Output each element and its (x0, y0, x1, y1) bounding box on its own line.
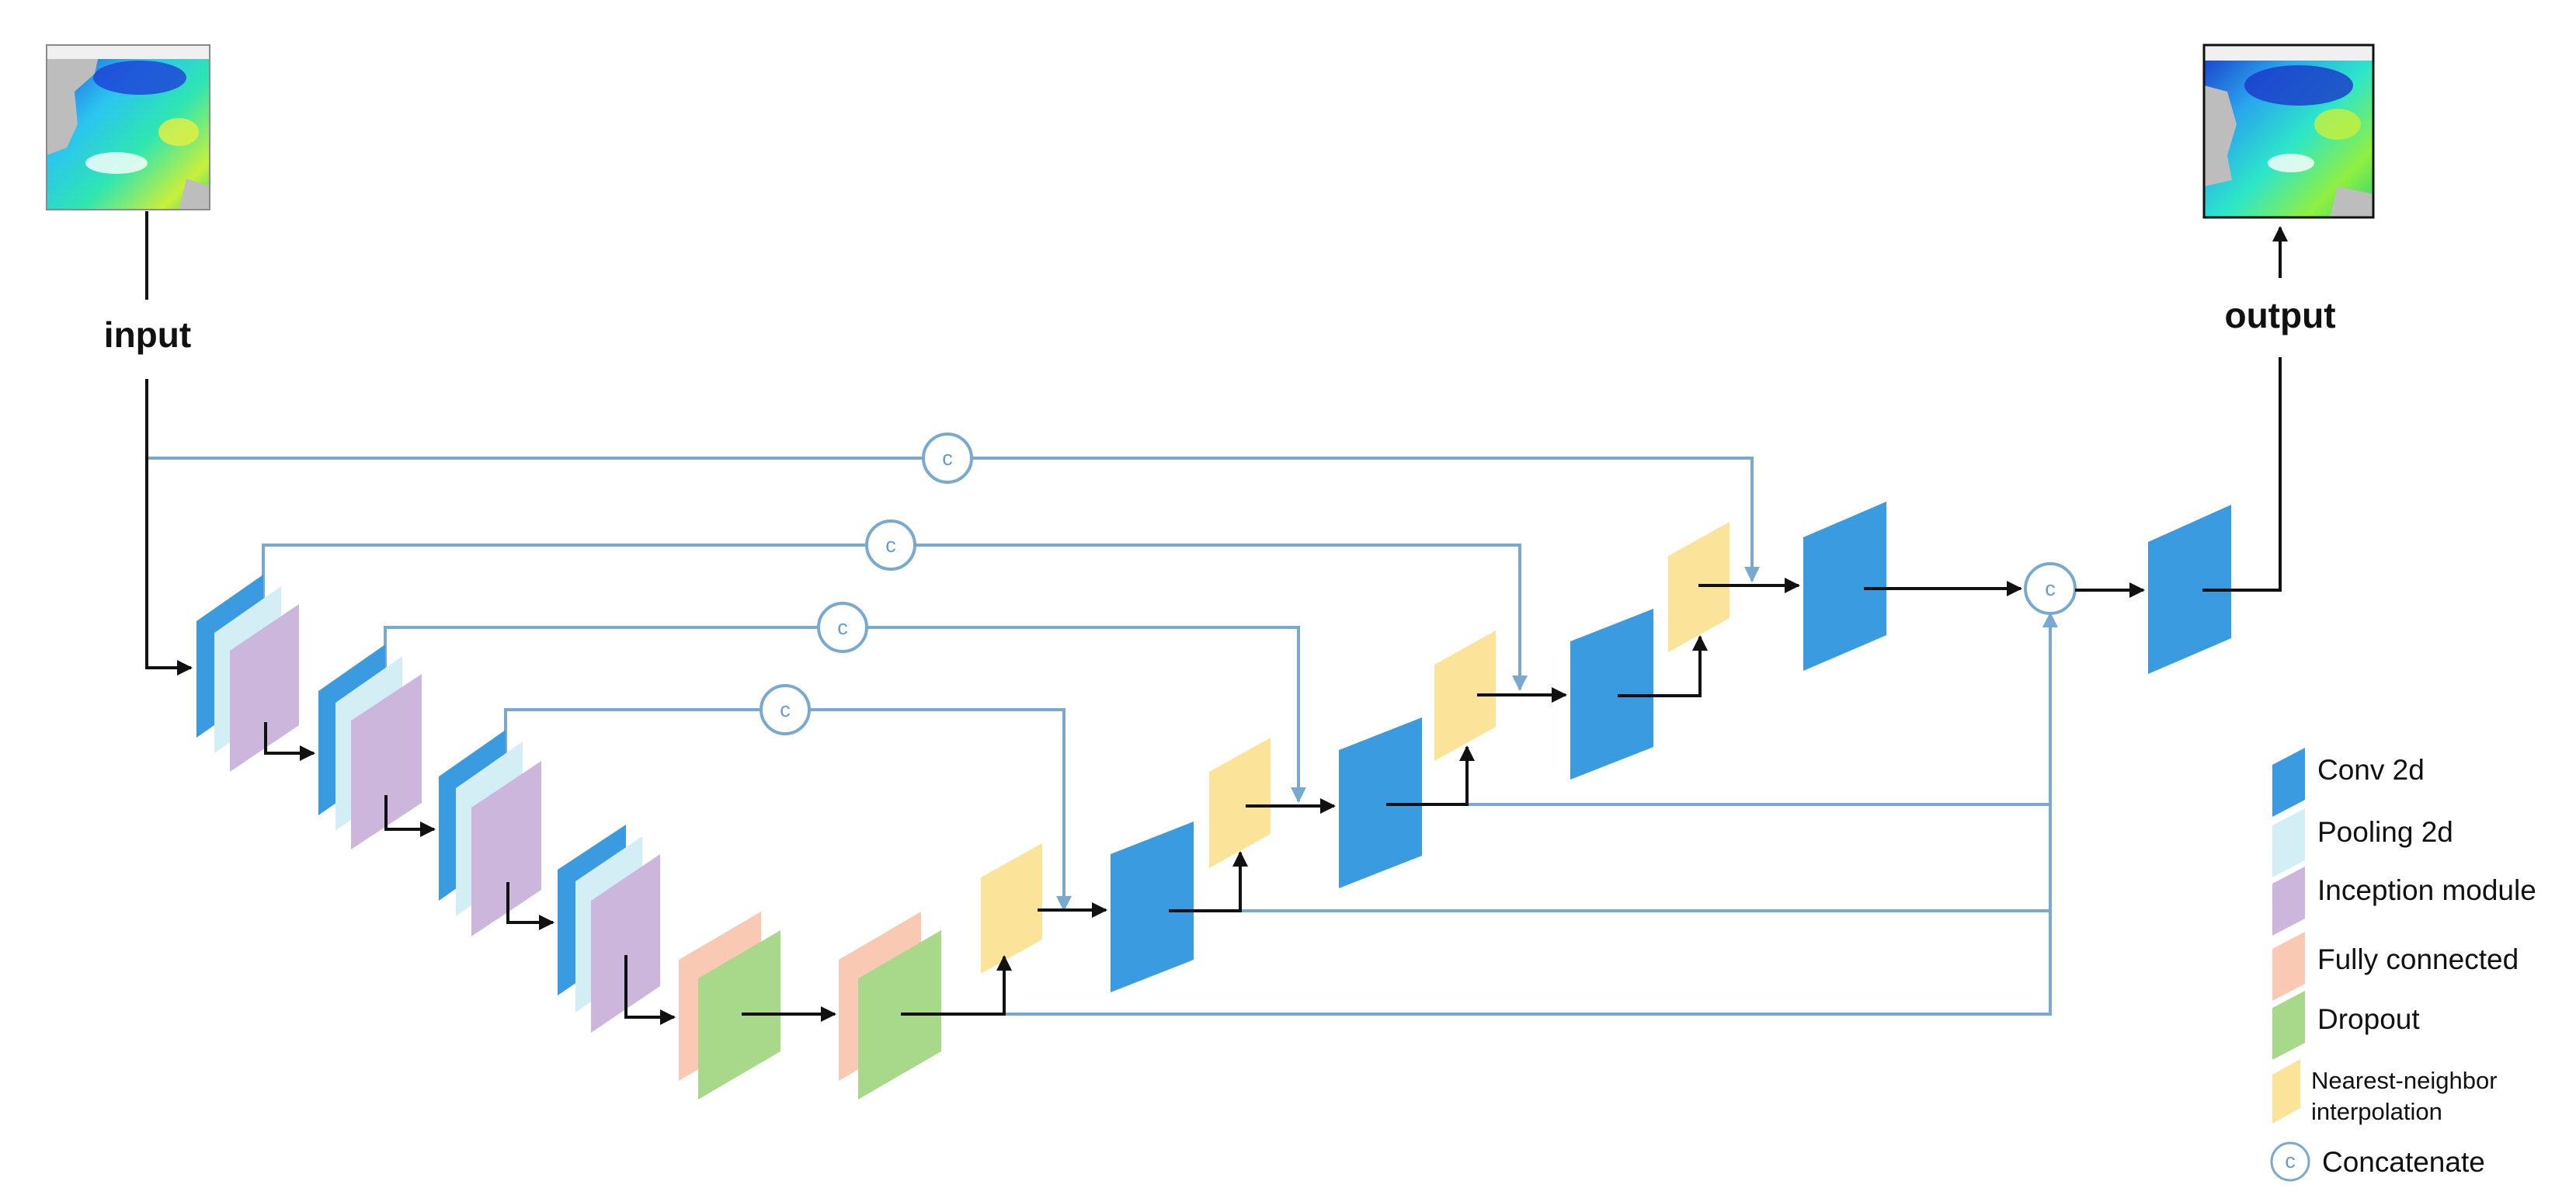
skip-connection-1: c (147, 432, 1760, 582)
legend-swatch-inception (2272, 867, 2305, 936)
concat-node-3-label: c (837, 616, 848, 639)
legend-item-dropout: Dropout (2272, 991, 2420, 1060)
dropout-1 (698, 930, 780, 1099)
legend-label-pool: Pooling 2d (2317, 816, 2453, 848)
legend-swatch-conv (2272, 748, 2305, 817)
legend-item-pool: Pooling 2d (2272, 808, 2453, 877)
dropout-2 (858, 930, 941, 1099)
legend-swatch-interp (2272, 1059, 2300, 1124)
concat-node-4 (760, 684, 811, 735)
decoder-stage-3 (1434, 609, 1653, 780)
legend-item-inception: Inception module (2272, 867, 2536, 936)
concat-node-2 (865, 519, 916, 571)
decoder-3-conv (1570, 609, 1653, 780)
legend-label-interp-line1: Nearest-neighbor (2311, 1067, 2498, 1094)
legend-label-concat: Concatenate (2322, 1146, 2485, 1178)
legend-item-concat: c Concatenate (2270, 1141, 2485, 1182)
legend-item-conv: Conv 2d (2272, 748, 2425, 817)
main-flow-arrows (145, 357, 2282, 1025)
legend: Conv 2d Pooling 2d Inception module Full… (2270, 748, 2536, 1182)
encoder-4-inception (591, 854, 660, 1033)
encoder-2-inception (351, 674, 422, 849)
legend-swatch-fc (2272, 932, 2305, 1001)
concat-node-3 (817, 602, 868, 653)
legend-swatch-concat (2270, 1141, 2310, 1182)
decoder-4-conv (1803, 502, 1886, 671)
interp-1 (981, 843, 1042, 974)
encoder-1-inception (230, 604, 299, 772)
output-map-thumbnail (2202, 43, 2375, 219)
legend-swatch-dropout (2272, 991, 2305, 1060)
final-concat-label: c (2045, 577, 2056, 600)
legend-label-interp-line2: interpolation (2311, 1098, 2442, 1125)
concat-node-2-label: c (885, 533, 896, 557)
output-label: output (2224, 295, 2335, 335)
legend-label-conv: Conv 2d (2317, 754, 2425, 786)
concat-node-1-label: c (942, 446, 953, 470)
legend-swatch-pool (2272, 808, 2305, 877)
skip-connection-2: c (262, 519, 1528, 691)
input-label: input (104, 314, 191, 355)
encoder-block-1 (196, 575, 299, 772)
final-conv (2148, 505, 2231, 674)
decoder-1-conv (1111, 822, 1194, 992)
interp-3 (1434, 631, 1496, 761)
bottleneck-block-1 (679, 912, 780, 1099)
interp-2 (1209, 738, 1271, 868)
encoder-3-inception (471, 761, 541, 936)
encoder-block-2 (318, 644, 422, 849)
legend-item-interp: Nearest-neighbor interpolation (2272, 1059, 2498, 1125)
encoder-block-4 (558, 825, 660, 1033)
decoder-2-conv (1339, 717, 1422, 888)
bottleneck-block-2 (839, 912, 941, 1099)
encoder-block-3 (439, 730, 541, 936)
multiscale-fusion-lines (1004, 612, 2058, 1016)
input-map-thumbnail (46, 44, 210, 210)
legend-item-fc: Fully connected (2272, 932, 2519, 1001)
concat-node-1 (922, 432, 973, 484)
legend-label-inception: Inception module (2317, 874, 2536, 906)
legend-label-dropout: Dropout (2317, 1003, 2420, 1035)
decoder-stage-2 (1209, 717, 1422, 888)
concat-node-4-label: c (780, 698, 791, 721)
legend-label-fc: Fully connected (2317, 943, 2519, 975)
legend-concat-letter: c (2285, 1149, 2296, 1172)
decoder-stage-1 (981, 822, 1194, 992)
